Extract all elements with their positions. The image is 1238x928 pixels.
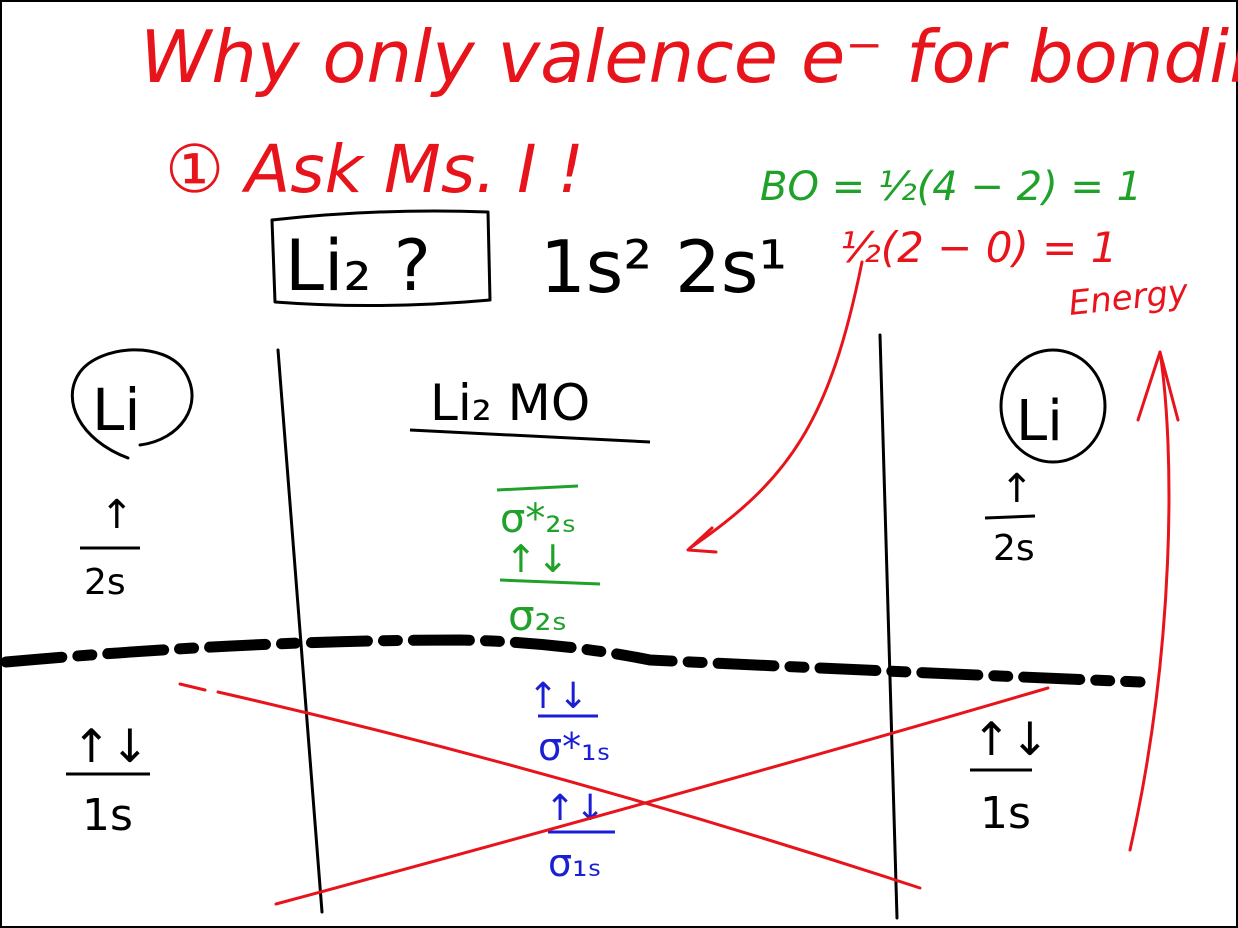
core-valence-separator xyxy=(0,634,1146,688)
energy-arrowhead xyxy=(1136,350,1180,422)
left-atom-circle xyxy=(70,348,194,460)
divider-right xyxy=(878,333,899,920)
cross-stroke-a xyxy=(216,690,922,890)
right-2s-electrons: ↑ xyxy=(1000,466,1034,512)
left-2s-label: 2s xyxy=(84,562,126,603)
divider-left xyxy=(276,348,324,914)
title-line-1: Why only valence e⁻ for bonding? xyxy=(140,15,1238,99)
right-atom-circle xyxy=(999,348,1107,464)
left-1s-electrons: ↑↓ xyxy=(72,719,149,773)
sigma-2s-electrons: ↑↓ xyxy=(505,537,569,581)
sigma-2s-level xyxy=(499,578,601,586)
sigma-1s-label: σ₁ₛ xyxy=(548,841,602,885)
title-line-2: ① Ask Ms. I ! xyxy=(165,131,584,208)
bond-order-green: BO = ½(4 − 2) = 1 xyxy=(760,164,1142,210)
right-atom-label: Li xyxy=(1016,389,1063,454)
right-2s-label: 2s xyxy=(993,528,1035,569)
molecule-formula: Li₂ ? xyxy=(285,225,431,307)
right-2s-level xyxy=(984,514,1036,520)
bond-order-arrow xyxy=(688,260,864,550)
cross-stroke-a-start xyxy=(178,682,207,692)
bond-order-red: ½(2 − 0) = 1 xyxy=(840,223,1117,272)
sigma-2s-label: σ₂ₛ xyxy=(508,591,567,640)
right-1s-label: 1s xyxy=(980,788,1031,839)
mo-title: Li₂ MO xyxy=(430,374,590,432)
right-1s-electrons: ↑↓ xyxy=(972,712,1049,766)
sigma-star-2s-level xyxy=(496,484,579,492)
sigma-star-1s-label: σ*₁ₛ xyxy=(538,725,611,769)
left-1s-label: 1s xyxy=(82,790,133,841)
energy-arrow xyxy=(1128,350,1171,852)
left-2s-electrons: ↑ xyxy=(100,492,134,538)
electron-config: 1s² 2s¹ xyxy=(540,225,787,309)
sigma-star-2s-label: σ*₂ₛ xyxy=(500,496,576,542)
sigma-star-1s-electrons: ↑↓ xyxy=(528,676,588,717)
cross-stroke-b xyxy=(274,686,1050,906)
molecule-box xyxy=(270,209,492,308)
left-atom-label: Li xyxy=(92,376,140,444)
bond-order-arrowhead xyxy=(686,526,718,554)
mo-title-underline xyxy=(409,428,651,444)
